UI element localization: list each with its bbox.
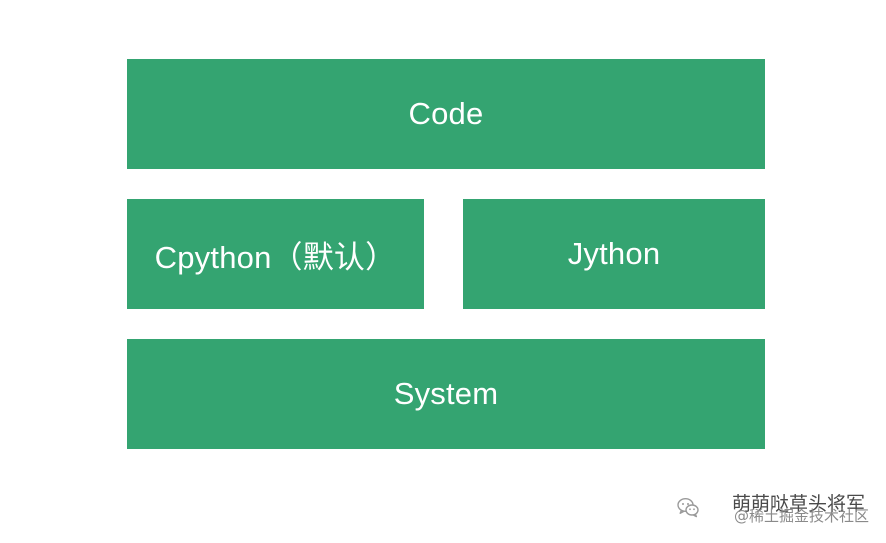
watermark: 萌萌哒草头将军 @稀土掘金技术社区 xyxy=(676,489,884,525)
cpython-block: Cpython（默认） xyxy=(127,199,424,309)
code-block-label: Code xyxy=(408,96,484,131)
system-block: System xyxy=(127,339,765,449)
cpython-block-label: Cpython（默认） xyxy=(154,239,397,275)
wechat-icon xyxy=(677,497,699,518)
code-block: Code xyxy=(127,59,765,169)
system-block-label: System xyxy=(393,376,499,411)
jython-block: Jython xyxy=(463,199,765,309)
watermark-site-label: @稀土掘金技术社区 xyxy=(734,507,870,525)
jython-block-label: Jython xyxy=(567,236,661,271)
watermark-account-name: 萌萌哒草头将军 xyxy=(732,493,866,515)
